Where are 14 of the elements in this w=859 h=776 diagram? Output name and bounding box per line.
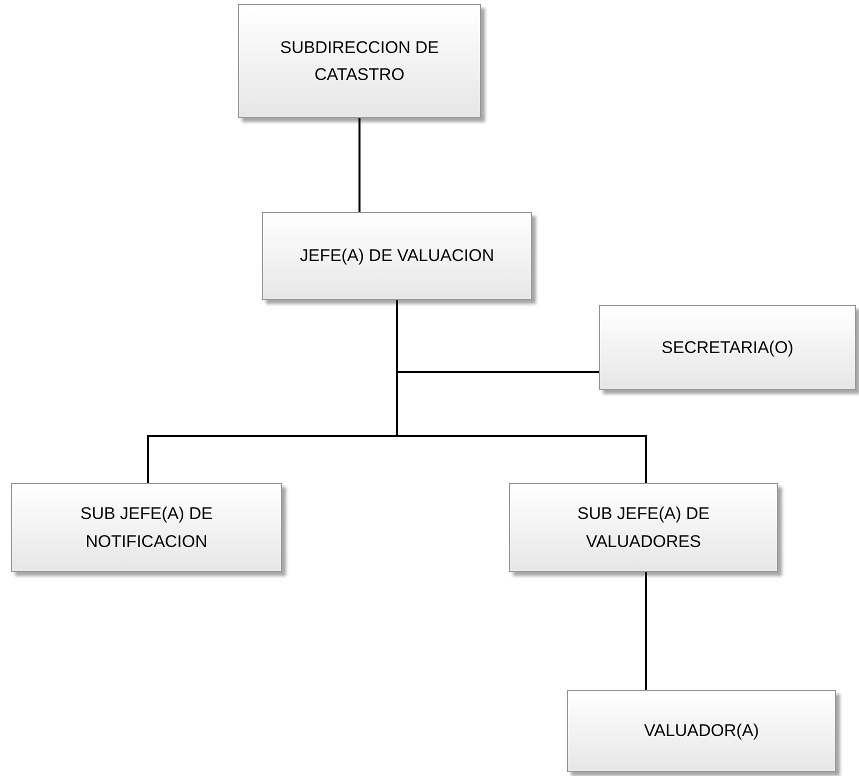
org-box	[238, 4, 481, 118]
org-box	[262, 212, 532, 300]
box-label: SUBDIRECCION DE CATASTRO	[279, 36, 440, 86]
box-label: VALUADOR(A)	[644, 720, 759, 742]
connector-line	[645, 572, 647, 690]
box-label: SUB JEFE(A) DE VALUADORES	[576, 503, 711, 552]
org-box	[567, 690, 836, 772]
box-label: JEFE(A) DE VALUACION	[300, 245, 494, 268]
org-box	[11, 483, 282, 572]
box-label: SUB JEFE(A) DE NOTIFICACION	[79, 503, 214, 552]
box-label: SECRETARIA(O)	[662, 336, 794, 359]
org-box	[599, 305, 856, 390]
connector-line	[358, 118, 360, 212]
org-box	[509, 483, 778, 572]
